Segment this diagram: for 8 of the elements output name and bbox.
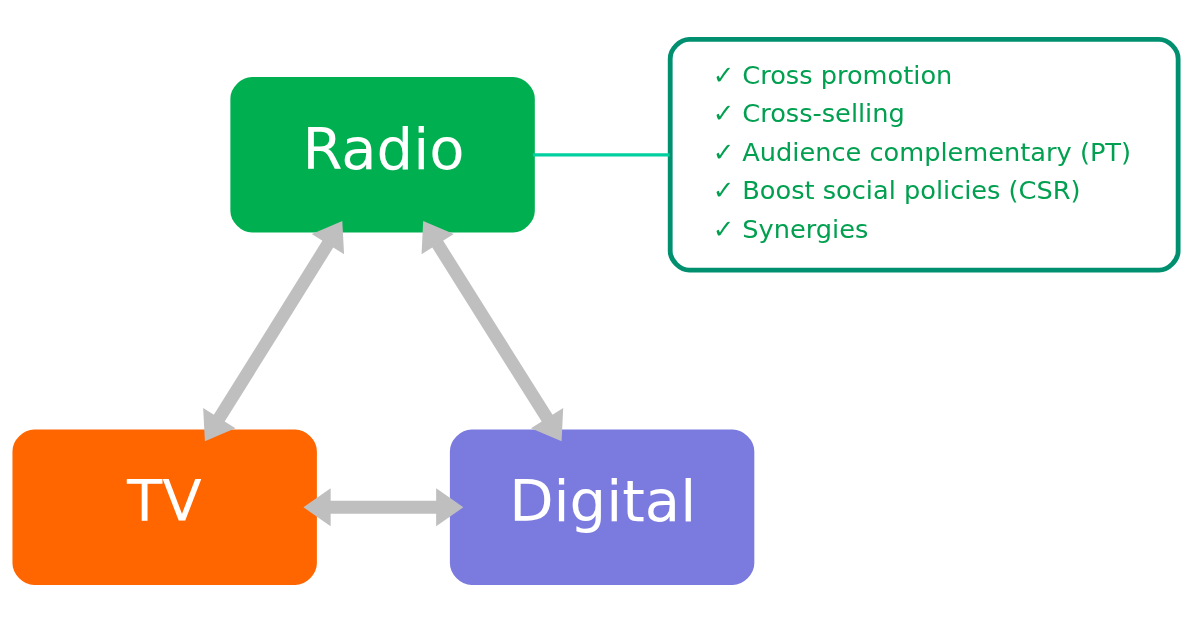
node-box: Digital	[449, 429, 755, 585]
node-box: TV	[12, 429, 317, 585]
node-box: Radio	[230, 77, 535, 233]
node-box: ✓ Cross promotion ✓ Cross-selling ✓ Audience complementary (PT) ✓ Boost social policies (CSR) ✓ Synergies	[667, 37, 1181, 273]
arrow	[421, 220, 564, 442]
arrow	[303, 488, 464, 527]
arrow	[203, 220, 345, 442]
connector	[532, 153, 670, 157]
